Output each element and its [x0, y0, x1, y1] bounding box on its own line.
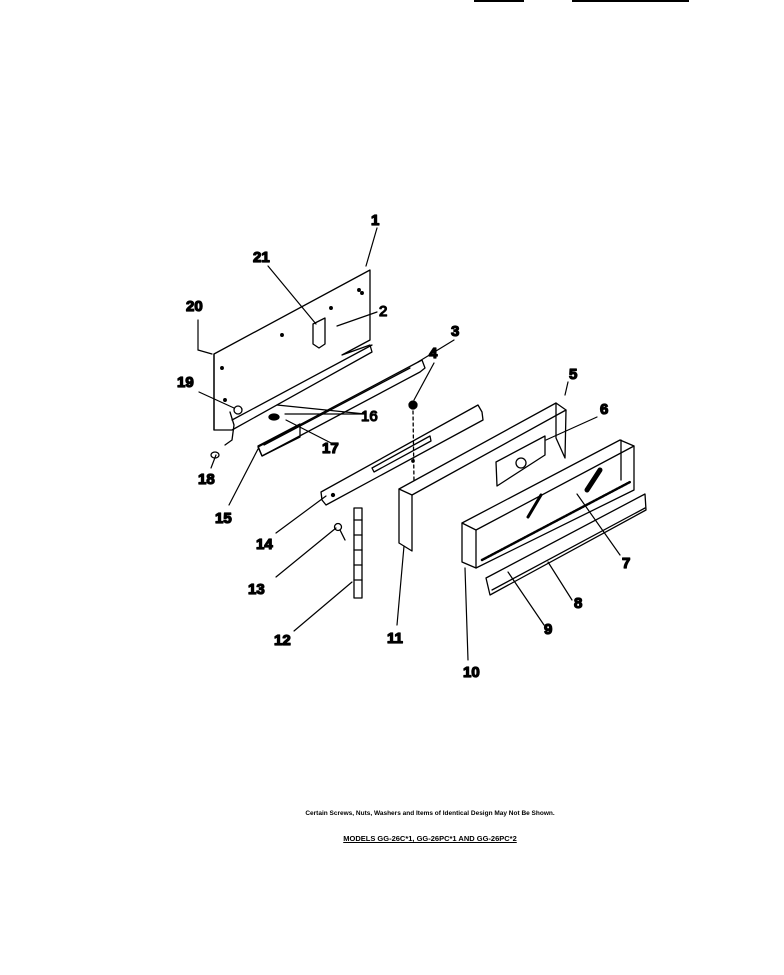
part-13-clip — [333, 522, 346, 541]
leader-lines — [197, 227, 621, 661]
top-rule-left — [474, 0, 524, 2]
part-15-bracket — [257, 423, 301, 457]
callout-4: 4 — [429, 345, 438, 362]
callout-5: 5 — [569, 366, 577, 383]
callout-20: 20 — [186, 298, 203, 315]
part-14-lower-rail — [320, 404, 484, 506]
callout-19: 19 — [177, 374, 194, 391]
part-11-end-trim — [398, 402, 567, 552]
part-10-control-panel — [461, 439, 635, 569]
callout-17: 17 — [322, 440, 339, 457]
top-rule-right — [572, 0, 689, 2]
callout-13: 13 — [248, 581, 265, 598]
callout-11: 11 — [387, 630, 403, 647]
callout-15: 15 — [215, 510, 232, 527]
callout-9: 9 — [544, 621, 552, 638]
callout-labels: 1 2 3 4 5 6 7 8 9 10 11 12 13 14 15 16 1… — [176, 211, 631, 681]
callout-1: 1 — [371, 212, 379, 229]
callout-12: 12 — [274, 632, 291, 649]
part-17-clip — [268, 413, 280, 421]
callout-7: 7 — [622, 555, 630, 572]
callout-21: 21 — [253, 249, 270, 266]
part-6-window — [495, 435, 546, 487]
callout-6: 6 — [600, 401, 608, 418]
part-1-backguard-panel — [213, 269, 373, 431]
part-3-rail — [257, 359, 426, 457]
part-8-lower-trim — [485, 493, 647, 596]
callout-8: 8 — [574, 595, 582, 612]
callout-2: 2 — [379, 303, 387, 320]
part-4-screw — [408, 400, 418, 483]
part-12-strip — [353, 507, 363, 599]
callout-3: 3 — [451, 323, 459, 340]
models-note: MODELS GG-26C*1, GG-26PC*1 AND GG-26PC*2 — [343, 834, 517, 843]
part-9-glass-strip — [480, 480, 632, 562]
part-21-bracket — [312, 317, 326, 349]
callout-18: 18 — [198, 471, 215, 488]
callout-16: 16 — [361, 408, 378, 425]
callout-10: 10 — [463, 664, 480, 681]
part-19-fastener — [233, 405, 243, 415]
callout-14: 14 — [256, 536, 273, 553]
disclaimer-note: Certain Screws, Nuts, Washers and Items … — [305, 810, 555, 817]
